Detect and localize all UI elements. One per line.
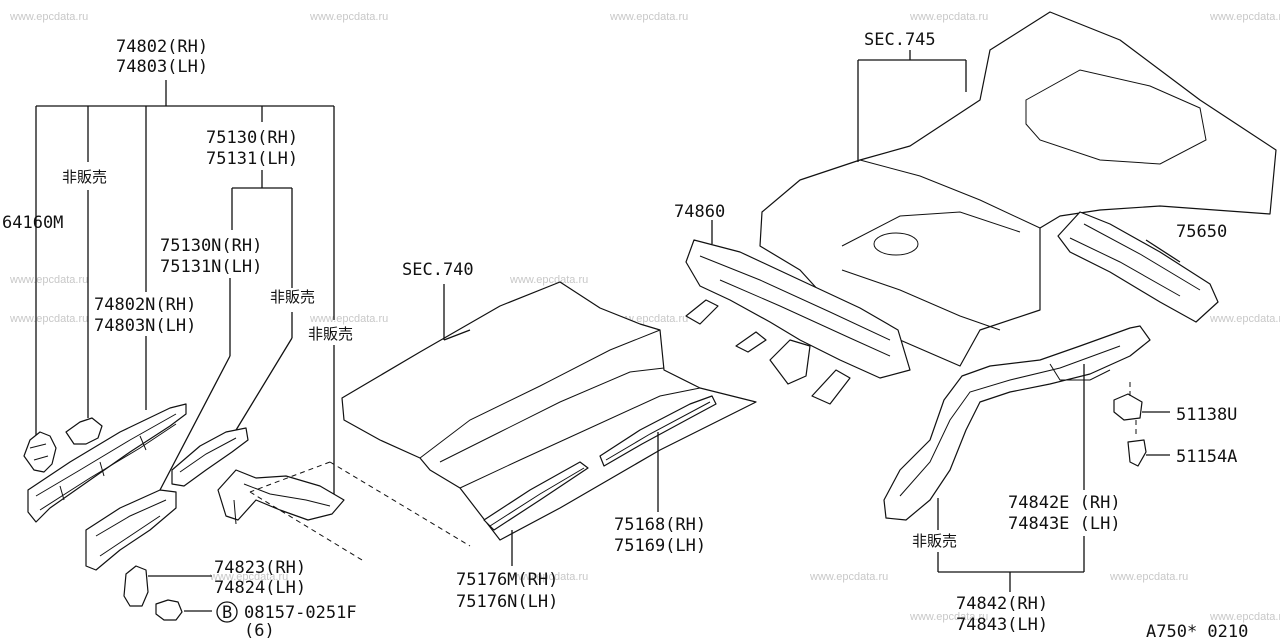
watermark: www.epcdata.ru <box>1209 313 1280 325</box>
watermark: www.epcdata.ru <box>309 313 388 325</box>
center-labels: SEC.740 75168(RH) 75169(LH) 75176M(RH) 7… <box>402 260 706 612</box>
leader-lines-left <box>35 80 335 612</box>
diagram-code: A750* 0210 <box>1146 622 1248 640</box>
part-number-74802-rh: 74802(RH) <box>116 37 208 57</box>
watermark: www.epcdata.ru <box>309 11 388 23</box>
part-number-51154a: 51154A <box>1176 447 1237 467</box>
bolt-symbol-circle <box>216 601 238 623</box>
part-number-75131n-lh: 75131N(LH) <box>160 257 262 277</box>
watermark: www.epcdata.ru <box>1209 11 1280 23</box>
watermark: www.epcdata.ru <box>609 11 688 23</box>
part-number-74824-lh: 74824(LH) <box>214 578 306 598</box>
watermark: www.epcdata.ru <box>509 274 588 286</box>
bolt-symbol: B <box>222 603 232 623</box>
part-number-74803-lh: 74803(LH) <box>116 57 208 77</box>
section-740-ref: SEC.740 <box>402 260 474 280</box>
part-number-74823-rh: 74823(RH) <box>214 558 306 578</box>
part-number-75176n-lh: 75176N(LH) <box>456 592 558 612</box>
part-number-75131-lh: 75131(LH) <box>206 149 298 169</box>
part-number-51138u: 51138U <box>1176 405 1237 425</box>
part-number-75176m-rh: 75176M(RH) <box>456 570 558 590</box>
watermark: www.epcdata.ru <box>9 313 88 325</box>
not-for-sale-note: 非販売 <box>270 288 315 306</box>
part-number-75130-rh: 75130(RH) <box>206 128 298 148</box>
left-parts <box>23 403 471 621</box>
part-number-75168-rh: 75168(RH) <box>614 515 706 535</box>
not-for-sale-note: 非販売 <box>912 532 957 550</box>
watermark: www.epcdata.ru <box>1209 611 1280 623</box>
leader-lines-right <box>857 50 967 162</box>
part-number-75169-lh: 75169(LH) <box>614 536 706 556</box>
side-member-74842 <box>883 325 1170 592</box>
center-floor-panel <box>341 281 757 566</box>
bolt-quantity: (6) <box>244 621 275 640</box>
part-number-74802n-rh: 74802N(RH) <box>94 295 196 315</box>
part-number-75130n-rh: 75130N(RH) <box>160 236 262 256</box>
part-number-74843e-lh: 74843E (LH) <box>1008 514 1121 534</box>
member-75650 <box>1057 211 1219 323</box>
watermark: www.epcdata.ru <box>509 571 588 583</box>
not-for-sale-note: 非販売 <box>308 325 353 343</box>
part-number-74842e-rh: 74842E (RH) <box>1008 493 1121 513</box>
part-number-64160m: 64160M <box>2 213 63 233</box>
not-for-sale-note: 非販売 <box>62 168 107 186</box>
section-745-ref: SEC.745 <box>864 30 936 50</box>
part-number-74803n-lh: 74803N(LH) <box>94 316 196 336</box>
part-number-74843-lh: 74843(LH) <box>956 615 1048 635</box>
part-number-08157-0251f: 08157-0251F <box>244 603 357 623</box>
part-number-75650: 75650 <box>1176 222 1227 242</box>
left-labels: 74802(RH) 74803(LH) 非販売 64160M 75130(RH)… <box>2 37 357 640</box>
watermark: www.epcdata.ru <box>1109 571 1188 583</box>
watermark: www.epcdata.ru <box>909 11 988 23</box>
cross-member-74860 <box>685 220 911 405</box>
part-number-74842-rh: 74842(RH) <box>956 594 1048 614</box>
watermark: www.epcdata.ru <box>809 571 888 583</box>
part-number-74860: 74860 <box>674 202 725 222</box>
watermark: www.epcdata.ru <box>909 611 988 623</box>
right-labels: SEC.745 74860 75650 51138U 51154A 74842E… <box>674 30 1248 640</box>
watermark: www.epcdata.ru <box>9 11 88 23</box>
watermark: www.epcdata.ru <box>209 571 288 583</box>
watermark: www.epcdata.ru <box>9 274 88 286</box>
